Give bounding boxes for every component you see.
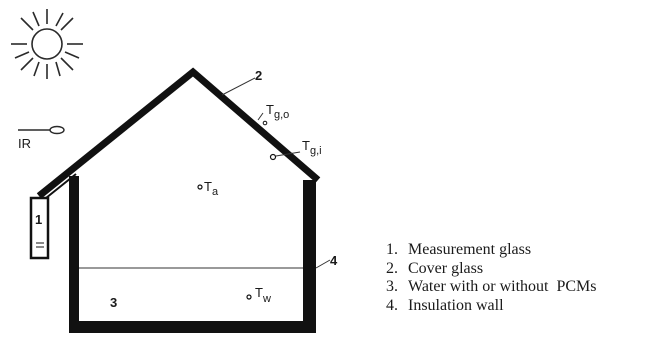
callout-4-leader bbox=[315, 259, 331, 269]
sensor-tgi-dot bbox=[269, 153, 277, 161]
legend-list: 1. Measurement glass 2. Cover glass 3. Wate… bbox=[386, 241, 596, 315]
sensor-tgo-leader bbox=[257, 112, 264, 121]
legend-item-number: 4. bbox=[386, 296, 398, 314]
sensor-tgo-dot bbox=[262, 120, 268, 126]
callout-4-label: 4 bbox=[330, 253, 338, 268]
callout-3-label: 3 bbox=[110, 295, 117, 310]
legend-item-text: Insulation wall bbox=[408, 296, 504, 314]
legend-item-number: 3. bbox=[386, 278, 398, 295]
sensor-ta-label: Ta bbox=[204, 179, 219, 198]
legend-item-number: 2. bbox=[386, 259, 398, 277]
sensor-tw-dot bbox=[246, 294, 252, 300]
cover-glass bbox=[36, 67, 321, 199]
legend-item-text: Measurement glass bbox=[408, 241, 532, 258]
callout-1-label: 1 bbox=[35, 212, 42, 227]
legend-item: 2. Cover glass bbox=[386, 260, 596, 279]
legend-item-text: Water with or without PCMs bbox=[408, 278, 597, 295]
legend-item-text: Cover glass bbox=[408, 259, 484, 277]
legend-item-number: 1. bbox=[386, 241, 398, 258]
callout-2-leader bbox=[221, 77, 256, 96]
sensor-tgo-label: Tg,o bbox=[266, 102, 289, 121]
insulation-wall bbox=[69, 176, 316, 333]
sensor-tw-label: Tw bbox=[255, 285, 271, 305]
legend-item: 4. Insulation wall bbox=[386, 297, 596, 316]
ir-label: IR bbox=[18, 136, 31, 151]
measurement-glass bbox=[29, 196, 50, 260]
sensor-ta-dot bbox=[197, 184, 203, 190]
sensor-tgi-leader bbox=[275, 151, 301, 157]
sun-icon bbox=[11, 9, 83, 79]
sensor-tgi-label: Tg,i bbox=[302, 138, 322, 157]
legend-item: 1. Measurement glass bbox=[386, 241, 596, 260]
ir-sensor-icon bbox=[18, 125, 65, 135]
callout-2-label: 2 bbox=[255, 68, 262, 83]
legend-item: 3. Water with or without PCMs bbox=[386, 278, 596, 297]
